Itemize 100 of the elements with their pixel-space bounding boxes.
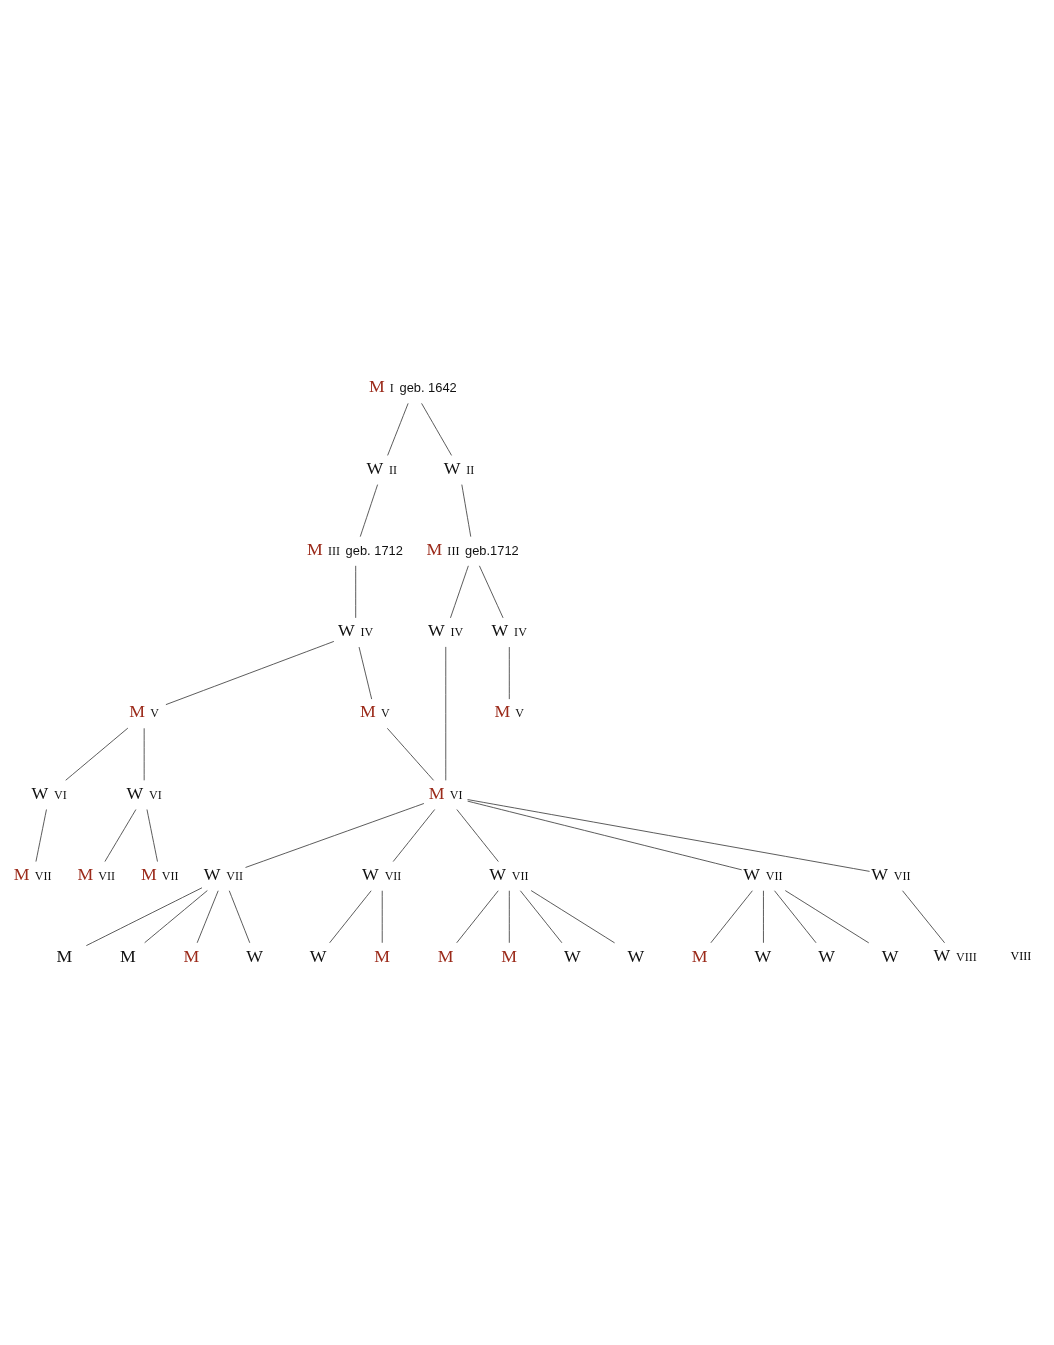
node-text: M	[140, 863, 157, 884]
node-text: W	[309, 945, 327, 966]
node-label: II	[389, 462, 398, 477]
node-text: W	[491, 619, 509, 640]
node-text: M	[437, 945, 454, 966]
connector	[387, 402, 409, 456]
connector	[784, 889, 870, 943]
node-text: M	[691, 945, 708, 966]
connector	[421, 402, 452, 456]
node-text: W	[871, 863, 888, 884]
connector	[228, 889, 251, 943]
node-text: W	[489, 863, 506, 884]
node-text: W	[428, 619, 445, 640]
node-label: III	[447, 543, 460, 558]
node-text: M	[120, 945, 136, 966]
node-label: VII	[98, 868, 116, 883]
node-label: geb. 1642	[399, 379, 457, 395]
connector	[144, 889, 208, 943]
node-label: V	[515, 705, 525, 720]
connector	[165, 640, 335, 705]
connector	[85, 886, 203, 946]
node-text: M	[501, 945, 517, 966]
connector	[456, 808, 499, 862]
node-label: IV	[450, 624, 464, 639]
node-label: VII	[226, 868, 243, 883]
connector	[196, 889, 219, 943]
node-label: VI	[54, 787, 67, 802]
node-label: I	[389, 380, 394, 395]
node-text: W	[881, 945, 899, 966]
node-text: W	[246, 945, 264, 966]
node-label: V	[150, 705, 159, 720]
node-label: VII	[384, 868, 402, 883]
node-text: W	[366, 457, 384, 478]
node-label: V	[381, 705, 390, 720]
node-label: VI	[449, 787, 463, 802]
connector	[65, 727, 129, 781]
node-text: M	[183, 945, 200, 966]
node-text: M	[360, 700, 376, 721]
node-text: M	[374, 945, 390, 966]
connector	[329, 889, 372, 943]
connector	[146, 808, 158, 862]
node-label: VII	[161, 868, 179, 883]
node-text: W	[743, 863, 761, 884]
node-text: M	[494, 700, 511, 721]
node-label: IV	[360, 624, 374, 639]
connector	[774, 889, 817, 943]
node-label: II	[466, 462, 475, 477]
connector	[467, 800, 743, 870]
node-text: M	[426, 538, 443, 559]
node-text: W	[754, 945, 772, 966]
connector	[467, 798, 870, 872]
node-text: M	[13, 863, 30, 884]
node-label: geb.1712	[465, 542, 519, 558]
node-text: W	[443, 457, 461, 478]
connector	[902, 889, 945, 943]
node-text: M	[428, 782, 445, 803]
connector	[530, 889, 615, 943]
node-text: M	[307, 538, 323, 559]
node-text: W	[362, 863, 379, 884]
connector	[710, 889, 753, 943]
node-text: W	[338, 619, 355, 640]
connector	[450, 564, 469, 618]
node-text: W	[818, 945, 835, 966]
node-text: M	[77, 863, 94, 884]
node-label: VII	[511, 868, 529, 883]
node-label: IV	[514, 624, 527, 639]
connector	[35, 808, 47, 862]
node-label: geb. 1712	[345, 542, 403, 558]
node-text: W	[31, 782, 49, 803]
connector	[386, 727, 434, 781]
connector	[104, 808, 137, 862]
connector	[508, 889, 510, 943]
connector	[381, 889, 383, 943]
connector	[519, 889, 563, 943]
node-text: W	[627, 945, 645, 966]
node-label: VII	[765, 868, 783, 883]
connector	[479, 564, 504, 618]
node-text: M	[56, 945, 73, 966]
connector	[359, 483, 378, 537]
connector	[461, 483, 472, 537]
node-text: M	[368, 375, 385, 396]
connector	[355, 564, 357, 618]
node-label: VI	[149, 787, 162, 802]
node-label: VIII	[956, 949, 977, 964]
node-text: M	[129, 700, 146, 721]
node-label: III	[327, 543, 340, 558]
node-text: W	[126, 782, 144, 803]
node-label: VII	[34, 868, 52, 883]
node-label: VII	[893, 868, 911, 883]
connector	[392, 808, 436, 862]
connector	[245, 802, 425, 868]
node-text: W	[564, 945, 581, 966]
node-text: W	[203, 863, 221, 884]
connector	[445, 646, 447, 781]
connector	[508, 646, 510, 699]
label: VIII	[1010, 948, 1032, 963]
connector	[763, 889, 764, 943]
node-text: W	[933, 944, 951, 965]
connector	[456, 889, 499, 943]
connector	[358, 646, 373, 699]
